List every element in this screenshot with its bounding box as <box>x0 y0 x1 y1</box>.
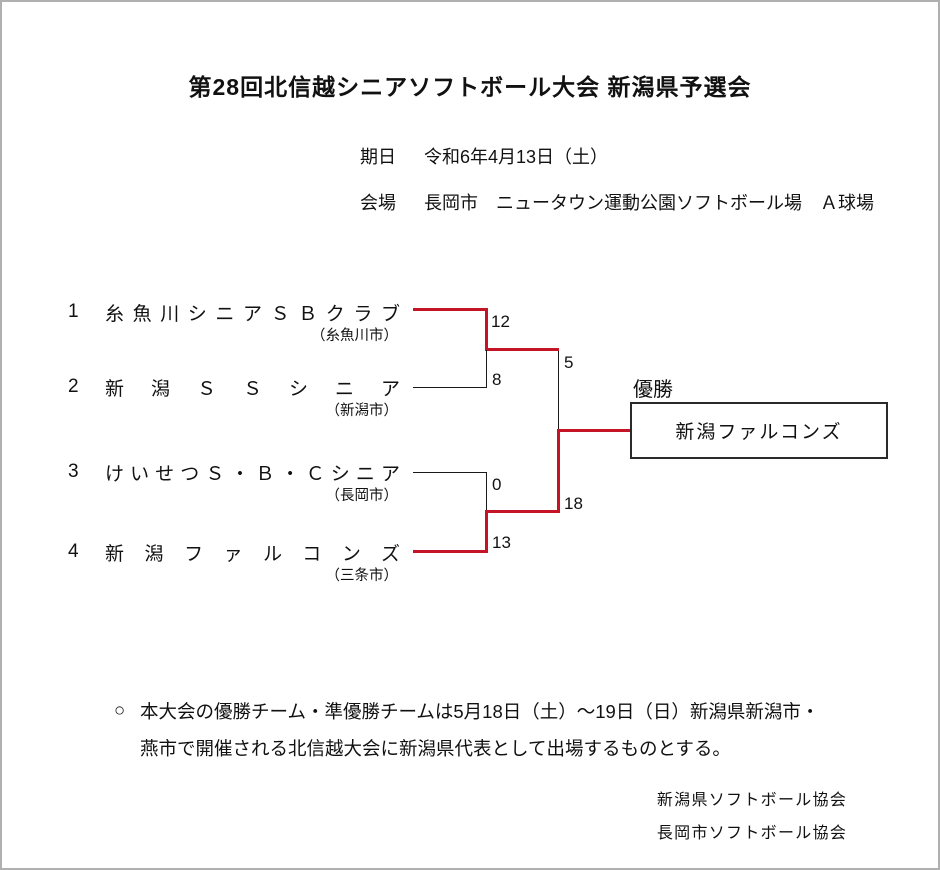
bracket-line-match2-vertical-loser <box>486 472 487 511</box>
champion-box: 新潟ファルコンズ <box>630 402 888 459</box>
event-venue-row: 会場 長岡市 ニュータウン運動公園ソフトボール場 Ａ球場 <box>360 189 874 215</box>
bracket-line-team1-winner <box>413 308 488 311</box>
organizations: 新潟県ソフトボール協会 長岡市ソフトボール協会 <box>602 786 902 852</box>
bracket-line-team3 <box>413 472 486 473</box>
score-team4: 13 <box>492 533 511 552</box>
score-final-top: 5 <box>564 353 574 372</box>
team-seed-4: 4 <box>68 541 79 562</box>
team-name-2: 新潟ＳＳシニア <box>105 378 400 400</box>
date-label: 期日 <box>360 147 396 167</box>
team-name-1: 糸魚川シニアＳＢクラブ <box>105 303 400 325</box>
note-line-1: 本大会の優勝チーム・準優勝チームは5月18日（土）～19日（日）新潟県新潟市・ <box>140 701 820 722</box>
team-row-2: 2 新潟ＳＳシニア <box>68 373 400 401</box>
bracket-line-final-vertical-winner <box>557 429 560 513</box>
team-row-3: 3 けいせつＳ・Ｂ・Ｃシニア <box>68 458 400 486</box>
team-city-2: （新潟市） <box>325 403 399 419</box>
score-team1: 12 <box>491 312 510 331</box>
champion-name: 新潟ファルコンズ <box>675 422 843 443</box>
team-row-4: 4 新潟ファルコンズ <box>68 538 400 566</box>
team-seed-1: 1 <box>68 301 79 322</box>
note-line-2: 燕市で開催される北信越大会に新潟県代表として出場するものとする。 <box>140 738 731 759</box>
bracket-line-match1-out-winner <box>485 348 559 351</box>
team-seed-2: 2 <box>68 376 79 397</box>
team-name-3: けいせつＳ・Ｂ・Ｃシニア <box>105 463 400 485</box>
bracket-line-final-out-winner <box>557 429 631 432</box>
organization-1: 新潟県ソフトボール協会 <box>656 792 848 809</box>
bracket-line-team4-winner <box>413 550 488 553</box>
team-row-1: 1 糸魚川シニアＳＢクラブ <box>68 298 400 326</box>
bracket-line-match1-vertical-winner <box>485 308 488 351</box>
venue-value: 長岡市 ニュータウン運動公園ソフトボール場 Ａ球場 <box>424 193 874 213</box>
bracket-line-match2-out-winner <box>485 510 560 513</box>
team-city-4: （三条市） <box>325 568 399 584</box>
organization-2: 長岡市ソフトボール協会 <box>656 825 848 842</box>
venue-label: 会場 <box>360 193 396 213</box>
bracket-line-final-vertical-loser <box>558 351 559 431</box>
bracket-line-team2 <box>413 387 486 388</box>
score-team2: 8 <box>492 370 502 389</box>
bracket-line-match2-vertical-winner <box>485 510 488 553</box>
team-city-1: （糸魚川市） <box>311 328 398 344</box>
team-name-4: 新潟ファルコンズ <box>105 543 400 565</box>
score-final-bottom: 18 <box>564 494 583 513</box>
score-team3: 0 <box>492 475 502 494</box>
event-meta: 期日 令和6年4月13日（土） 会場 長岡市 ニュータウン運動公園ソフトボール場… <box>360 143 874 235</box>
team-seed-3: 3 <box>68 461 79 482</box>
page-title: 第28回北信越シニアソフトボール大会 新潟県予選会 <box>188 74 752 100</box>
event-date-row: 期日 令和6年4月13日（土） <box>360 143 874 169</box>
team-city-3: （長岡市） <box>325 488 399 504</box>
bracket-line-match1-vertical-loser <box>486 350 487 388</box>
date-value: 令和6年4月13日（土） <box>424 147 609 167</box>
champion-label: 優勝 <box>633 379 673 401</box>
note-bullet: ○ <box>114 699 126 720</box>
